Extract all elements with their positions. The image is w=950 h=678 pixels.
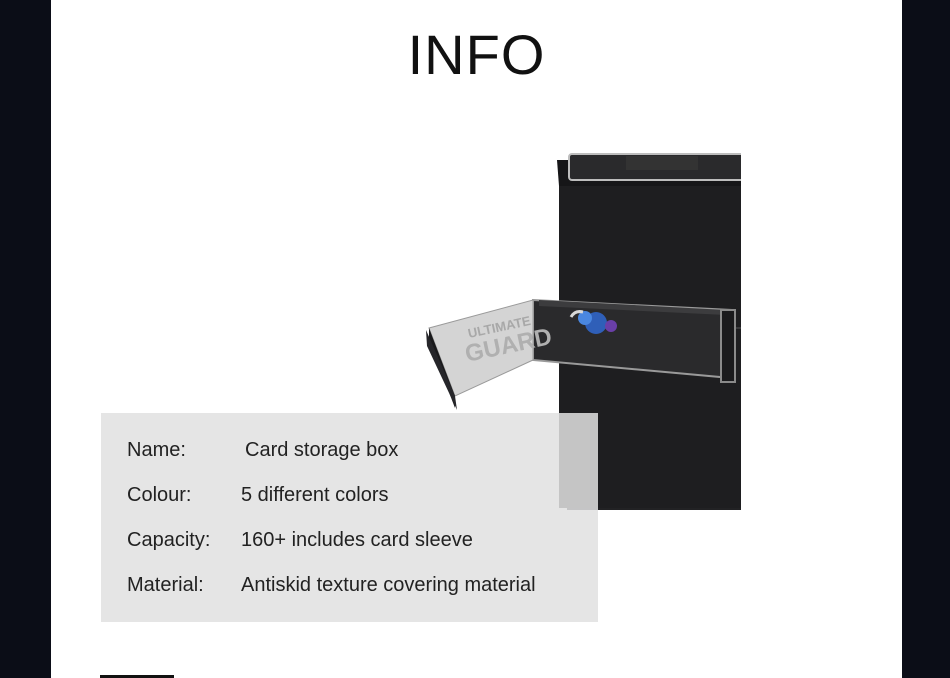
- info-value: 160+ includes card sleeve: [241, 529, 473, 551]
- product-info-panel: Name: Card storage box Colour: 5 different…: [101, 413, 598, 622]
- info-value: Antiskid texture covering material: [241, 574, 536, 596]
- product-info-page: INFO ULTIMATE GUARD Name: Card storage bo…: [51, 0, 902, 678]
- info-label: Colour:: [127, 484, 192, 506]
- info-row-name: Name: Card storage box: [127, 439, 398, 462]
- info-row-colour: Colour: 5 different colors: [127, 484, 389, 507]
- info-label: Capacity:: [127, 529, 211, 551]
- card-storage-box-image: ULTIMATE GUARD: [426, 153, 741, 510]
- info-row-material: Material: Antiskid texture covering mater…: [127, 574, 536, 597]
- info-row-capacity: Capacity: 160+ includes card sleeve: [127, 529, 473, 552]
- info-value: 5 different colors: [241, 484, 389, 506]
- info-value: Card storage box: [245, 439, 399, 461]
- info-label: Material:: [127, 574, 204, 596]
- section-divider: [100, 675, 174, 678]
- info-label: Name:: [127, 439, 186, 461]
- page-title: INFO: [407, 23, 546, 86]
